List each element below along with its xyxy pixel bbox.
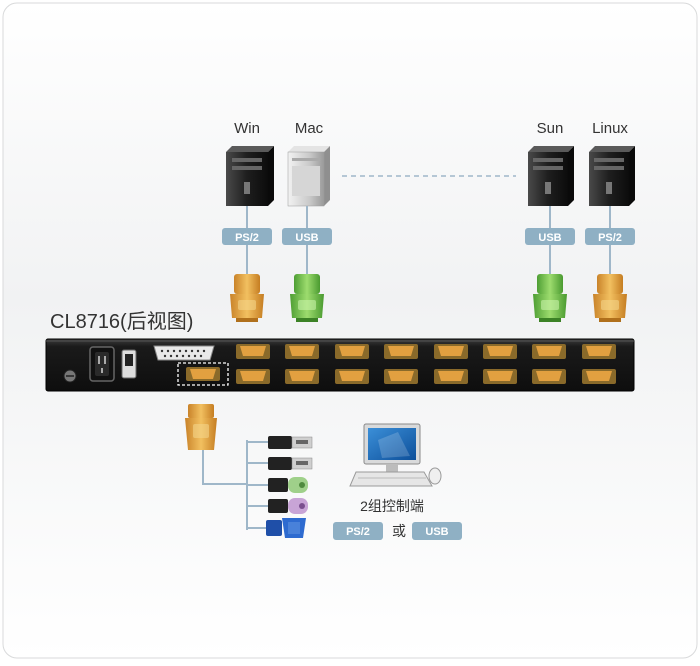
kvm-port-icon [532, 369, 566, 384]
console-port-icon [186, 367, 220, 381]
ps2-connector-icon [593, 274, 627, 322]
monitor-icon [363, 423, 421, 472]
computer-linux: Linux PS/2 [585, 120, 635, 322]
console-or-label: 或 [392, 523, 406, 539]
console-usb-badge [412, 522, 462, 540]
kvm-port-icon [384, 344, 418, 359]
kvm-port-icon [236, 344, 270, 359]
kvm-port-icon [434, 344, 468, 359]
port-label-win: PS/2 [235, 232, 259, 244]
kvm-port-icon [384, 369, 418, 384]
ps2-purple-plug-icon [268, 498, 308, 514]
ps2-green-plug-icon [268, 477, 308, 493]
keyboard-icon [349, 471, 433, 487]
port-label-linux: PS/2 [598, 232, 622, 244]
usb-plug-icon [268, 457, 313, 470]
mouse-icon [428, 467, 442, 485]
kvm-port-bank [236, 344, 616, 384]
port-label-sun: USB [538, 232, 561, 244]
os-label-sun: Sun [537, 120, 564, 137]
tower-icon [528, 146, 574, 206]
power-switch-icon [121, 349, 137, 379]
kvm-port-icon [285, 344, 319, 359]
computer-mac: Mac USB [282, 120, 332, 322]
port-badge-win [222, 228, 272, 245]
console-count-label: 2组控制端 [360, 498, 424, 514]
os-label-linux: Linux [592, 120, 628, 137]
computer-win: Win PS/2 [222, 120, 274, 322]
port-badge-sun [525, 228, 575, 245]
console-port-highlight [177, 362, 229, 386]
kvm-port-icon [582, 344, 616, 359]
kvm-port-icon [483, 344, 517, 359]
db25-port-icon [153, 345, 215, 361]
port-badge-linux [585, 228, 635, 245]
ps2-connector-icon [230, 274, 264, 322]
tower-icon [287, 146, 330, 207]
kvm-port-icon [532, 344, 566, 359]
os-label-mac: Mac [295, 120, 324, 137]
console-cable-tree [202, 440, 268, 530]
computer-sun: Sun USB [525, 120, 575, 322]
kvm-port-icon [335, 369, 369, 384]
kvm-port-icon [434, 369, 468, 384]
console-connector-icon [185, 404, 217, 450]
ground-screw-icon [63, 369, 77, 383]
os-label-win: Win [234, 120, 260, 137]
console-ps2-label: PS/2 [346, 526, 370, 538]
device-model-label: CL8716(后视图) [50, 310, 193, 333]
kvm-port-icon [236, 369, 270, 384]
kvm-port-icon [483, 369, 517, 384]
port-label-mac: USB [295, 232, 318, 244]
kvm-port-icon [285, 369, 319, 384]
tower-icon [589, 146, 635, 206]
vga-plug-icon [266, 518, 306, 538]
port-badge-mac [282, 228, 332, 245]
tower-icon [226, 146, 274, 206]
kvm-port-icon [335, 344, 369, 359]
kvm-port-icon [582, 369, 616, 384]
power-inlet-icon [89, 346, 115, 382]
usb-connector-icon [533, 274, 567, 322]
usb-connector-icon [290, 274, 324, 322]
console-ps2-badge [333, 522, 383, 540]
console-usb-label: USB [425, 526, 448, 538]
kvm-rear-panel [45, 338, 635, 392]
usb-plug-icon [268, 436, 313, 449]
